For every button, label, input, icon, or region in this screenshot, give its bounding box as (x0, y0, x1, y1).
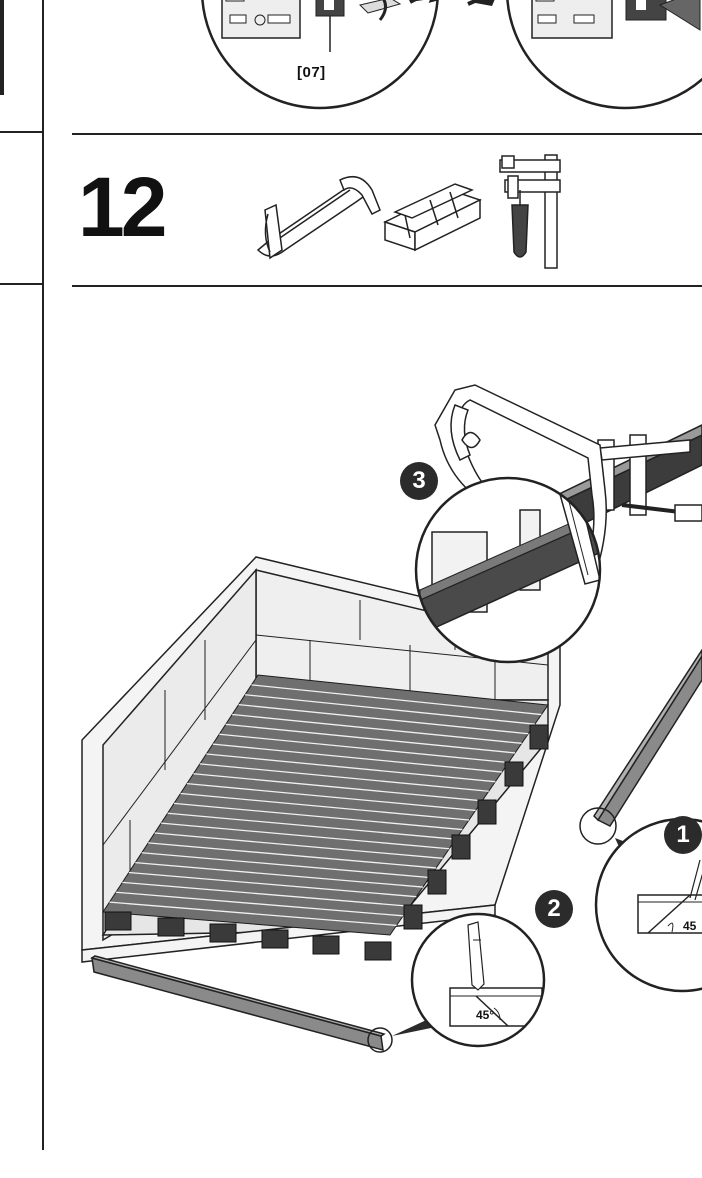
step-number: 12 (78, 160, 167, 254)
slat-seam (199, 763, 489, 792)
slat-seam (115, 891, 404, 917)
hacksaw-icon (256, 175, 381, 260)
step-bottom-rule (72, 285, 702, 287)
slat-seam (141, 852, 430, 879)
margin-rule (0, 283, 43, 285)
slat-seam (219, 733, 509, 764)
miter-box-icon (383, 183, 482, 252)
detail-circle-2 (410, 912, 546, 1048)
magnified-cut-circle (414, 476, 602, 664)
previous-step-detail (201, 0, 702, 110)
margin-rule (0, 131, 43, 133)
angle-label-2: 45° (476, 1008, 495, 1022)
callout-1-badge: 1 (664, 816, 702, 854)
slat-seam (109, 901, 397, 927)
slat-seam (251, 684, 542, 716)
finishing-profile-side (593, 648, 702, 827)
slat-seam (128, 871, 417, 898)
callout-2-badge: 2 (535, 890, 573, 928)
slat-seam (167, 812, 456, 840)
slat-seam (193, 773, 483, 802)
slat-seam (161, 822, 450, 850)
slat-seam (135, 861, 423, 888)
slat-seam (238, 703, 529, 735)
slat-seam (154, 832, 443, 859)
slat-seam (186, 782, 476, 812)
callout-3-badge: 3 (400, 462, 438, 500)
slat-seam (232, 713, 522, 744)
margin-tab (0, 0, 4, 95)
slat-seam (245, 694, 535, 725)
step-top-rule (72, 133, 702, 135)
finishing-profile-front (90, 955, 386, 1052)
decking-slats (102, 674, 549, 961)
slat-seam (173, 802, 463, 831)
angle-label-1: 45 (683, 919, 697, 933)
clamp-icon (499, 154, 561, 269)
part-reference-label: [07] (297, 64, 326, 81)
slat-seam (206, 753, 496, 783)
slat-seam (148, 842, 437, 869)
tools-row (256, 154, 561, 269)
slat-seam (122, 881, 410, 907)
slat-seam (212, 743, 502, 773)
margin-divider (42, 0, 44, 1150)
slat-seam (180, 792, 470, 821)
slat-seam (225, 723, 516, 754)
